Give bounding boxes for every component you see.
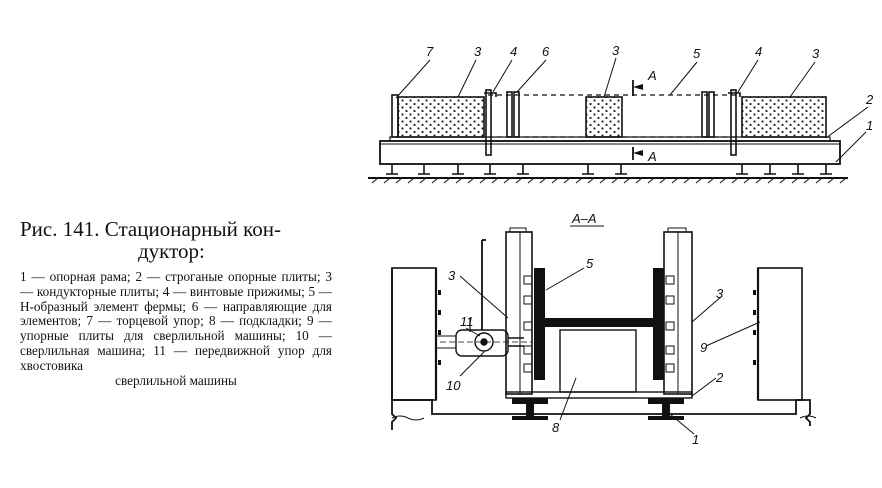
label-8: 8 — [552, 420, 560, 435]
section-mark-bottom: A — [647, 149, 657, 164]
section-title: А–А — [571, 211, 597, 226]
drilling-machine — [436, 239, 532, 357]
label-2: 2 — [865, 92, 874, 107]
label-10: 10 — [446, 378, 461, 393]
conductor-plate-left — [397, 96, 485, 138]
end-stop — [391, 94, 399, 138]
legend-body: 1 — опорная рама; 2 — строганые опорные … — [20, 269, 332, 373]
label-11: 11 — [460, 314, 474, 329]
label-3-right: 3 — [716, 286, 724, 301]
side-view-labels: 7 3 4 6 3 5 4 3 2 1 A A — [426, 43, 874, 164]
caption-legend: 1 — опорная рама; 2 — строганые опорные … — [20, 269, 332, 388]
caption-title-line2: дуктор: — [138, 239, 205, 263]
label-4b: 4 — [755, 44, 762, 59]
bolts — [523, 275, 675, 373]
label-5: 5 — [693, 46, 701, 61]
h-element-section — [534, 268, 664, 380]
guides — [506, 91, 715, 138]
label-3-left: 3 — [448, 268, 456, 283]
side-view — [368, 57, 869, 184]
ground-hatch — [368, 177, 848, 184]
planed-plate-section — [505, 391, 693, 399]
support-feet — [386, 164, 832, 175]
thrust-plate-left — [391, 267, 437, 401]
label-5-section: 5 — [586, 256, 594, 271]
thrust-plate-right — [757, 267, 803, 401]
section-view — [391, 227, 817, 435]
label-1-section: 1 — [692, 432, 699, 447]
pad-block — [559, 329, 637, 393]
leaders-section — [459, 267, 761, 435]
label-7: 7 — [426, 44, 434, 59]
conductor-plate-right — [741, 96, 827, 138]
label-6: 6 — [542, 44, 550, 59]
conductor-plate-mid — [585, 96, 623, 138]
label-3c: 3 — [812, 46, 820, 61]
screw-clamps — [484, 89, 741, 156]
label-2-section: 2 — [715, 370, 724, 385]
label-4a: 4 — [510, 44, 517, 59]
label-3a: 3 — [474, 44, 482, 59]
label-3b: 3 — [612, 43, 620, 58]
conductor-plate-left-section — [505, 231, 533, 395]
leaders-top — [395, 57, 869, 163]
section-mark-top: A — [647, 68, 657, 83]
label-1: 1 — [866, 118, 873, 133]
section-view-labels: 3 5 3 11 9 10 2 8 1 — [446, 256, 724, 447]
caption-title-line1: Рис. 141. Стационарный кон- — [20, 217, 281, 241]
caption-title: Рис. 141. Стационарный кон- дуктор: — [20, 218, 332, 262]
label-9: 9 — [700, 340, 707, 355]
floor-outline — [391, 268, 811, 430]
figure-caption: Рис. 141. Стационарный кон- дуктор: 1 — … — [20, 218, 332, 388]
frame-beams — [512, 398, 684, 420]
section-marks — [632, 80, 643, 160]
legend-last-line: сверлильной машины — [115, 372, 237, 388]
